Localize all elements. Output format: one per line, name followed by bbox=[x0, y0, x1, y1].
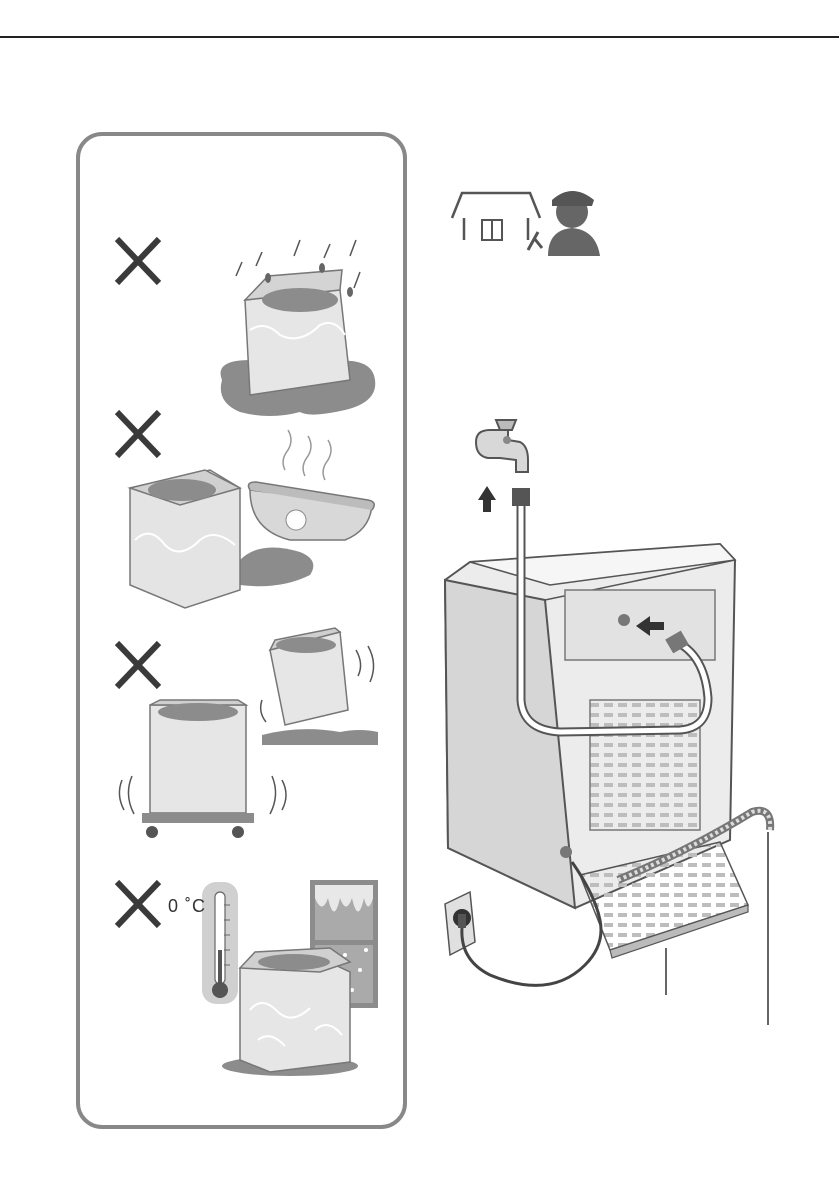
x-mark-icon-bathroom bbox=[117, 412, 159, 456]
arrow-up-icon bbox=[478, 486, 496, 512]
thermometer-icon bbox=[202, 882, 238, 1004]
x-mark-icon-unstable bbox=[117, 643, 159, 687]
x-mark-icon-rain bbox=[117, 239, 159, 283]
technician-service-icon bbox=[452, 191, 600, 256]
power-plug-icon bbox=[445, 892, 475, 955]
unstable-washer-illustration bbox=[119, 628, 378, 838]
water-tap-icon bbox=[476, 420, 528, 472]
temperature-label: 0 ˚C bbox=[168, 896, 206, 917]
bathroom-washer-illustration bbox=[130, 430, 374, 608]
freezing-washer-illustration bbox=[222, 948, 358, 1076]
hose-connector bbox=[512, 488, 530, 506]
x-mark-icon-freezing bbox=[117, 882, 159, 926]
rain-washer-illustration bbox=[221, 240, 376, 416]
